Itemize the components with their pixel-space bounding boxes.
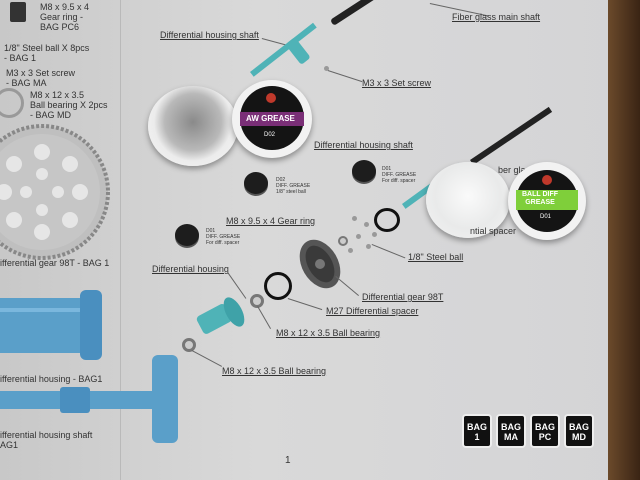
- diff-gear-part: [299, 239, 341, 289]
- aw-grease-band: [240, 112, 304, 126]
- ball-bearing-2: [182, 338, 196, 352]
- grease-cap-d01-left-text: D01 DIFF. GREASE For diff. spacer: [206, 228, 241, 246]
- left-diff-housing-label: ifferential housing - BAG1: [0, 374, 103, 384]
- left-gear-ring-label: M8 x 9.5 x 4 Gear ring - BAG PC6: [40, 2, 90, 32]
- spacer-right-label: ntial spacer: [470, 226, 517, 236]
- gear-ring-part: [338, 236, 348, 246]
- diff-spacer-label: M27 Differential spacer: [326, 306, 419, 316]
- set-screw-leader: [327, 70, 363, 83]
- bag-md-line1: BAG: [569, 422, 589, 432]
- bag-1-line2: 1: [474, 432, 480, 442]
- set-screw-part: [324, 66, 329, 71]
- fiber-glass-shaft: [330, 0, 435, 26]
- open-ball-diff-jar: [426, 162, 510, 238]
- housing-shaft-top-head: [285, 37, 311, 65]
- aw-grease-code: D02: [264, 132, 276, 138]
- bearing-1-leader: [257, 306, 271, 330]
- ball-diff-code: D01: [540, 214, 552, 220]
- aw-grease-text: AW GREASE: [246, 114, 295, 123]
- steel-ball-1: [352, 216, 357, 221]
- diff-spacer-ring-left: [264, 272, 292, 300]
- left-set-screw-label: M3 x 3 Set screw - BAG MA: [6, 68, 76, 88]
- hb-logo-icon: [266, 93, 276, 103]
- bag-pc-line2: PC: [538, 432, 552, 442]
- housing-shaft-top-label: Differential housing shaft: [160, 30, 259, 40]
- grease-cap-d02: [244, 172, 268, 194]
- page-margin-line: [120, 0, 121, 480]
- left-steel-ball-label: 1/8" Steel ball X 8pcs - BAG 1: [4, 43, 90, 63]
- diff-housing-drawing: [0, 290, 102, 360]
- gear-ring-icon: [10, 2, 26, 22]
- bag-pc-line1: BAG: [535, 422, 555, 432]
- open-grease-jar: [148, 86, 238, 166]
- fiber-mid-label: ber glass: [498, 165, 535, 175]
- left-housing-shaft-label: ifferential housing shaft AG1: [0, 430, 93, 450]
- bag-1-line1: BAG: [467, 422, 487, 432]
- left-diff-gear-label: ifferential gear 98T - BAG 1: [0, 258, 110, 268]
- grease-cap-d01-right-text: D01 DIFF. GREASE For diff. spacer: [382, 166, 417, 184]
- set-screw-label: M3 x 3 Set screw: [362, 78, 432, 88]
- ball-diff-band: [516, 190, 578, 210]
- steel-ball-5: [366, 244, 371, 249]
- diff-gear-98t-drawing: [0, 124, 110, 260]
- grease-cap-d01-right: [352, 160, 376, 182]
- diff-gear-label: Differential gear 98T: [362, 292, 444, 302]
- diff-housing-label: Differential housing: [152, 264, 229, 274]
- steel-ball-label: 1/8" Steel ball: [408, 252, 464, 262]
- diff-spacer-ring-right: [374, 208, 400, 232]
- grease-cap-d02-text: D02 DIFF. GREASE 1/8" steel ball: [276, 177, 311, 195]
- housing-shaft-drawing: [0, 355, 178, 443]
- grease-cap-d01-left: [175, 224, 199, 246]
- steel-ball-leader: [371, 244, 406, 259]
- diff-spacer-leader: [287, 298, 323, 311]
- bearing-2-label: M8 x 12 x 3.5 Ball bearing: [222, 366, 327, 376]
- gear-ring-label: M8 x 9.5 x 4 Gear ring: [226, 216, 316, 226]
- left-bearing-icon: [0, 88, 24, 118]
- diff-housing-leader: [227, 272, 247, 299]
- steel-ball-4: [356, 234, 361, 239]
- fiber-shaft-label: Fiber glass main shaft: [452, 12, 541, 22]
- bearing-1-label: M8 x 12 x 3.5 Ball bearing: [276, 328, 381, 338]
- bag-ma-line2: MA: [504, 432, 518, 442]
- bag-md-line2: MD: [572, 432, 586, 442]
- housing-shaft-top-part: [250, 22, 317, 77]
- steel-ball-2: [364, 222, 369, 227]
- ball-bearing-1: [250, 294, 264, 308]
- steel-ball-3: [372, 232, 377, 237]
- bearing-2-leader: [191, 350, 223, 367]
- diff-housing-part: [196, 297, 245, 334]
- page-number: 1: [285, 455, 291, 466]
- ball-diff-logo-icon: [542, 175, 552, 185]
- ball-diff-text: BALL DIFF GREASE: [522, 191, 559, 206]
- mid-fiber-shaft: [470, 106, 553, 165]
- steel-ball-6: [348, 248, 353, 253]
- table-edge: [608, 0, 640, 480]
- housing-shaft-mid-label: Differential housing shaft: [314, 140, 413, 150]
- bag-ma-line1: BAG: [501, 422, 521, 432]
- left-ball-bearing-label: M8 x 12 x 3.5 Ball bearing X 2pcs - BAG …: [30, 90, 108, 120]
